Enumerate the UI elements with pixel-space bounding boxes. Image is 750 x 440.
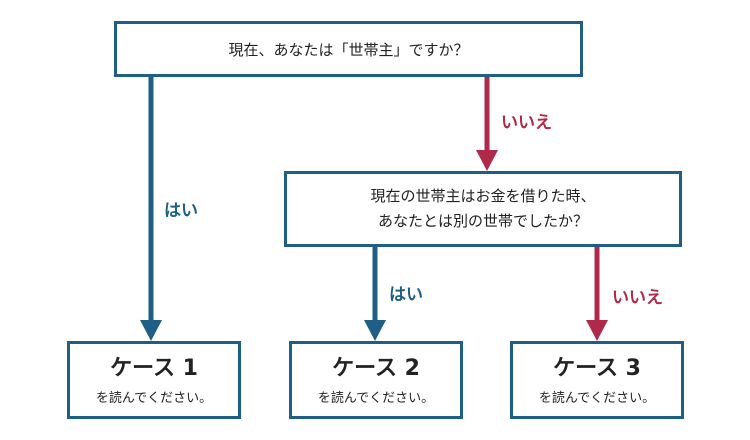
no-arrowhead-1 — [476, 150, 498, 171]
yes-arrowhead-2 — [364, 320, 386, 341]
case-title: ケース 2 — [332, 355, 420, 381]
question-text: 現在、あなたは「世帯主」ですか？ — [228, 40, 469, 59]
case-3-box[interactable]: ケース 3 を読んでください。 — [510, 341, 684, 419]
question-text-line-1: 現在の世帯主はお金を借りた時、 — [370, 187, 596, 205]
case-1-box[interactable]: ケース 1 を読んでください。 — [67, 341, 241, 419]
case-title: ケース 3 — [553, 355, 641, 381]
question-box-separate-household: 現在の世帯主はお金を借りた時、 あなたとは別の世帯でしたか？ — [284, 171, 682, 247]
yes-arrowhead-1 — [140, 320, 162, 341]
yes-label-1: はい — [164, 201, 198, 221]
case-instruction: を読んでください。 — [317, 390, 435, 406]
case-title: ケース 1 — [110, 355, 198, 381]
case-2-box[interactable]: ケース 2 を読んでください。 — [289, 341, 463, 419]
case-instruction: を読んでください。 — [95, 390, 213, 406]
question-text-line-2: あなたとは別の世帯でしたか？ — [377, 212, 588, 230]
question-box-head-of-household: 現在、あなたは「世帯主」ですか？ — [114, 21, 583, 77]
no-arrowhead-2 — [586, 320, 608, 341]
no-label-1: いいえ — [501, 113, 552, 133]
yes-label-2: はい — [389, 285, 423, 305]
case-instruction: を読んでください。 — [538, 390, 656, 406]
no-label-2: いいえ — [612, 288, 663, 308]
